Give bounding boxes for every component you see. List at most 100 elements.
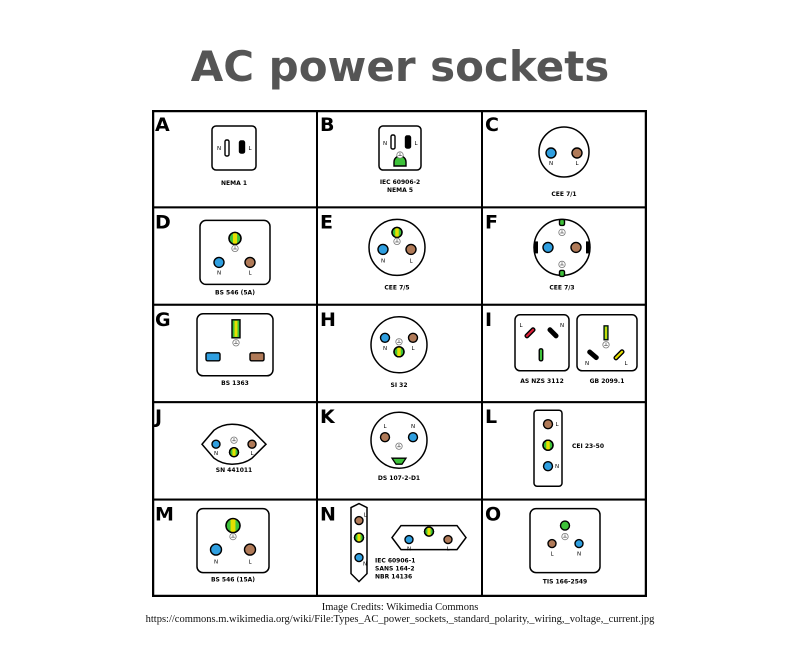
earth-hole <box>559 520 571 531</box>
neutral-pin-label: N <box>555 464 559 470</box>
cell-letter: A <box>155 114 170 136</box>
socket-plate <box>201 423 268 465</box>
earth-symbol <box>395 442 403 450</box>
earth-hole-stripe <box>230 518 236 533</box>
earth-hole <box>225 517 241 534</box>
cell-letter: I <box>485 309 492 331</box>
neutral-hole <box>542 241 554 254</box>
earth-hole-stripe <box>232 232 238 245</box>
socket-label: NBR 14136 <box>375 574 412 581</box>
live-pin-label: L <box>248 560 252 566</box>
earth-hole-stripe <box>397 347 401 357</box>
image-credits: Image Credits: Wikimedia Commons https:/… <box>60 602 740 626</box>
earth-hole-ring <box>391 226 403 239</box>
earth-hole <box>390 457 408 465</box>
live-pin-label-gb: L <box>624 361 628 367</box>
earth-symbol <box>232 339 240 347</box>
neutral-slot-gb <box>587 349 599 361</box>
live-slot-gb <box>613 349 625 361</box>
earth-hole <box>228 231 242 246</box>
neutral-hole <box>209 543 223 556</box>
earth-symbol-gb <box>602 341 610 349</box>
socket-plate <box>199 219 271 286</box>
socket-plate <box>211 125 257 171</box>
socket-plate <box>529 507 601 574</box>
earth-hole-vertical-stripe <box>357 533 361 542</box>
cell-letter: J <box>153 406 162 428</box>
live-hole-vertical <box>354 515 364 526</box>
neutral-pin-label: N <box>214 451 218 457</box>
neutral-pin-label: N <box>383 346 387 352</box>
cell-letter: L <box>485 406 497 428</box>
live-pin-label-vertical: L <box>363 513 367 519</box>
live-pin-label: L <box>409 258 413 264</box>
neutral-pin-label: N <box>214 560 218 566</box>
earth-slot-stripe <box>234 320 238 337</box>
live-pin-label: L <box>550 552 554 558</box>
earth-symbol <box>561 533 569 541</box>
cell-letter: D <box>155 211 171 233</box>
live-pin-label: L <box>575 161 579 167</box>
socket-label: NEMA 5 <box>387 187 413 194</box>
cell-letter: E <box>320 211 333 233</box>
socket-cell-g: GBS 1363 <box>152 303 318 404</box>
neutral-slot <box>390 134 396 150</box>
neutral-pin-label-gb: N <box>585 361 589 367</box>
earth-symbol <box>396 151 404 159</box>
neutral-hole <box>574 538 584 549</box>
socket-label: AS NZS 3112 <box>520 378 564 385</box>
socket-label: SI 32 <box>391 382 408 389</box>
socket-label: TIS 166-2549 <box>543 579 587 586</box>
live-pin-label: L <box>414 141 418 147</box>
neutral-slot <box>224 139 230 157</box>
socket-plate <box>368 218 426 277</box>
earth-symbol <box>393 237 401 246</box>
socket-plate <box>196 507 270 574</box>
earth-hole-ring <box>228 447 240 458</box>
neutral-pin-label: N <box>217 146 221 152</box>
earth-symbol <box>231 244 239 253</box>
earth-hole-stripe <box>232 447 236 457</box>
earth-hole-vertical <box>353 532 365 543</box>
live-pin-label: L <box>248 270 252 276</box>
cell-letter: F <box>485 211 498 233</box>
socket-label: BS 546 (15A) <box>211 577 255 584</box>
socket-label: SANS 164-2 <box>375 566 415 573</box>
cell-letter: N <box>320 504 336 526</box>
earth-hole <box>228 447 240 458</box>
neutral-hole <box>377 243 389 256</box>
live-pin-label: L <box>248 146 252 152</box>
live-hole <box>243 543 257 556</box>
socket-label: IEC 60906-2 <box>380 179 420 186</box>
side-clip-right <box>586 241 590 254</box>
neutral-pin-label: N <box>577 552 581 558</box>
socket-label: CEI 23-50 <box>572 443 604 450</box>
earth-contact-top <box>558 218 566 227</box>
earth-hole <box>393 346 405 358</box>
cell-letter: C <box>485 114 499 136</box>
live-slot <box>238 140 246 154</box>
side-clip-left <box>534 241 538 254</box>
cell-letter: G <box>155 309 171 331</box>
socket-plate <box>370 411 428 469</box>
earth-hole-horizontal-stripe <box>427 527 431 536</box>
credits-line-2: https://commons.m.wikimedia.org/wiki/Fil… <box>145 614 655 625</box>
earth-hole <box>391 226 403 239</box>
earth-hole-horizontal-ring <box>423 526 435 537</box>
earth-hole <box>542 439 554 451</box>
live-pin-label: L <box>250 451 254 457</box>
earth-symbol-top <box>558 228 566 237</box>
socket-label: DS 107-2-D1 <box>378 475 420 482</box>
live-hole <box>407 332 419 344</box>
neutral-pin-label: N <box>549 161 553 167</box>
live-hole <box>379 432 391 443</box>
